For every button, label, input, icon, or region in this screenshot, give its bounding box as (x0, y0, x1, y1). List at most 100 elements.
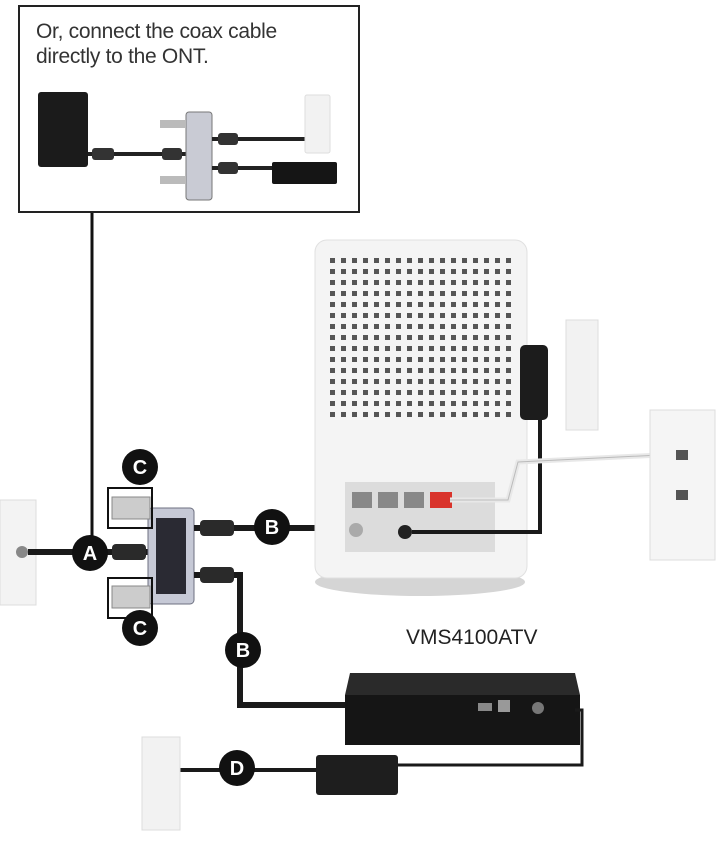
grille-hole (330, 269, 335, 274)
grille-hole (385, 401, 390, 406)
grille-hole (352, 357, 357, 362)
grille-hole (374, 335, 379, 340)
grille-hole (451, 324, 456, 329)
grille-hole (341, 302, 346, 307)
grille-hole (495, 291, 500, 296)
stb-power-cable (398, 708, 584, 767)
grille-hole (374, 302, 379, 307)
label-b-router: B (254, 509, 290, 545)
label-d: D (219, 750, 255, 786)
grille-hole (330, 368, 335, 373)
grille-hole (407, 412, 412, 417)
stb-power-brick (316, 755, 398, 795)
grille-hole (396, 390, 401, 395)
svg-text:B: B (265, 517, 279, 539)
grille-hole (407, 324, 412, 329)
grille-hole (484, 324, 489, 329)
mini-router (304, 94, 331, 154)
grille-hole (462, 379, 467, 384)
grille-hole (506, 379, 511, 384)
grille-hole (385, 390, 390, 395)
grille-hole (506, 401, 511, 406)
grille-hole (440, 302, 445, 307)
grille-hole (484, 357, 489, 362)
grille-hole (495, 302, 500, 307)
grille-hole (462, 335, 467, 340)
grille-hole (440, 390, 445, 395)
grille-hole (418, 379, 423, 384)
grille-hole (374, 280, 379, 285)
grille-hole (418, 324, 423, 329)
grille-hole (374, 412, 379, 417)
grille-hole (418, 280, 423, 285)
grille-hole (385, 313, 390, 318)
grille-hole (440, 335, 445, 340)
svg-text:B: B (236, 640, 250, 662)
grille-hole (330, 291, 335, 296)
grille-hole (374, 324, 379, 329)
grille-hole (429, 346, 434, 351)
grille-hole (484, 368, 489, 373)
grille-hole (429, 390, 434, 395)
grille-hole (418, 302, 423, 307)
grille-hole (473, 280, 478, 285)
grille-hole (451, 291, 456, 296)
grille-hole (352, 368, 357, 373)
grille-hole (429, 291, 434, 296)
grille-hole (451, 258, 456, 263)
grille-hole (385, 357, 390, 362)
grille-hole (451, 390, 456, 395)
grille-hole (462, 280, 467, 285)
grille-hole (429, 269, 434, 274)
grille-hole (429, 324, 434, 329)
svg-text:D: D (230, 758, 244, 780)
grille-hole (385, 258, 390, 263)
grille-hole (429, 280, 434, 285)
grille-hole (451, 269, 456, 274)
grille-hole (396, 335, 401, 340)
grille-hole (385, 269, 390, 274)
grille-hole (363, 324, 368, 329)
grille-hole (440, 401, 445, 406)
grille-hole (330, 390, 335, 395)
grille-hole (440, 269, 445, 274)
grille-hole (484, 291, 489, 296)
grille-hole (440, 258, 445, 263)
grille-hole (407, 302, 412, 307)
grille-hole (363, 357, 368, 362)
grille-hole (473, 313, 478, 318)
grille-hole (374, 357, 379, 362)
ont-device (38, 92, 88, 167)
grille-hole (341, 313, 346, 318)
grille-hole (451, 379, 456, 384)
callout-illustration (38, 92, 337, 201)
grille-hole (330, 302, 335, 307)
grille-hole (341, 324, 346, 329)
ethernet-port-red (430, 492, 452, 508)
grille-hole (341, 412, 346, 417)
grille-hole (341, 368, 346, 373)
grille-hole (352, 258, 357, 263)
mini-stb (272, 162, 337, 184)
svg-text:A: A (83, 543, 97, 565)
grille-hole (506, 269, 511, 274)
grille-hole (352, 346, 357, 351)
grille-hole (429, 379, 434, 384)
grille-hole (506, 280, 511, 285)
grille-hole (363, 302, 368, 307)
grille-hole (330, 258, 335, 263)
grille-hole (495, 335, 500, 340)
grille-hole (418, 269, 423, 274)
grille-hole (385, 412, 390, 417)
grille-hole (407, 401, 412, 406)
grille-hole (418, 401, 423, 406)
grille-hole (462, 368, 467, 373)
wall-outlet-bottom (141, 736, 181, 831)
grille-hole (385, 379, 390, 384)
grille-hole (396, 313, 401, 318)
grille-hole (330, 379, 335, 384)
grille-hole (363, 412, 368, 417)
grille-hole (429, 302, 434, 307)
grille-hole (418, 291, 423, 296)
grille-hole (506, 368, 511, 373)
